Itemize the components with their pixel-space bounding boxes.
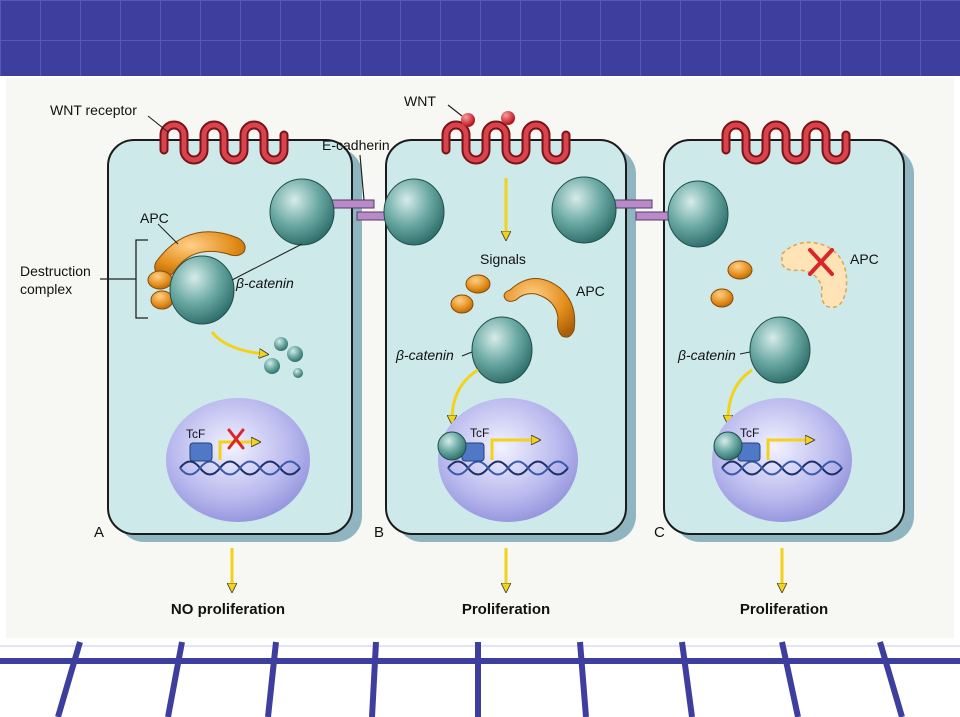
- label-destruction-1: Destruction: [20, 263, 91, 279]
- beta-catenin-a-complex: [169, 255, 235, 325]
- beta-catenin-a-membrane: [269, 178, 335, 246]
- header-band: [0, 0, 960, 76]
- wnt-receptor-b: [441, 120, 571, 165]
- label-tcf-c: TcF: [740, 426, 759, 440]
- transcription-arrow-c: [766, 440, 810, 460]
- blocked-cross-a: [227, 428, 245, 450]
- tcf-a: [189, 442, 213, 462]
- transcription-arrow-b: [490, 440, 536, 460]
- leader-catenin-c: [739, 351, 751, 355]
- beta-catenin-c-free: [749, 316, 811, 384]
- transcription-arrow-a: [218, 442, 256, 460]
- wnt-ligand: [447, 104, 515, 127]
- beta-catenin-c-nuclear: [713, 431, 743, 461]
- dna-a: [179, 460, 301, 476]
- label-signals: Signals: [480, 251, 526, 267]
- nuclear-entry-arrow-b: [452, 368, 479, 420]
- inactivated-cross-c: [808, 248, 834, 276]
- apc-fragment-b1: [465, 274, 491, 294]
- label-beta-catenin-b: β-catenin: [395, 347, 454, 363]
- nucleus-b: [438, 398, 578, 522]
- dna-c: [721, 460, 843, 476]
- label-e-cadherin: E-cadherin: [322, 137, 390, 153]
- panel-letter-b: B: [374, 524, 384, 541]
- apc-fragment-c1: [727, 260, 753, 280]
- wnt-receptor-a: [159, 120, 289, 165]
- beta-catenin-c-membrane: [667, 180, 729, 248]
- label-apc-b: APC: [576, 283, 605, 299]
- apc-fragment-b2: [450, 294, 474, 314]
- degradation-arrow-a: [210, 331, 264, 354]
- label-apc-a: APC: [140, 210, 169, 226]
- apc-fragment-c2: [710, 288, 734, 308]
- leader-catenin-a: [231, 243, 303, 281]
- panel-letter-c: C: [654, 524, 665, 541]
- label-tcf-a: TcF: [186, 427, 205, 441]
- nucleus-a: [166, 398, 310, 522]
- leader-catenin-b: [461, 351, 473, 357]
- apc-c-inactive: [781, 241, 848, 308]
- outcome-label-c: Proliferation: [740, 601, 828, 618]
- leader-wnt-receptor: [147, 115, 169, 133]
- apc-b: [503, 278, 576, 338]
- label-beta-catenin-a: β-catenin: [235, 275, 294, 291]
- outcome-label-a: NO proliferation: [171, 601, 285, 618]
- apc-fragment-a1: [147, 270, 173, 290]
- label-wnt-receptor: WNT receptor: [50, 102, 137, 118]
- panel-letter-a: A: [94, 524, 104, 541]
- wnt-receptor-c: [721, 120, 851, 165]
- degraded-fragments-a: [264, 337, 303, 378]
- nucleus-c: [712, 398, 852, 522]
- bracket-destruction: [100, 239, 148, 319]
- label-destruction-2: complex: [20, 281, 72, 297]
- label-beta-catenin-c: β-catenin: [677, 347, 736, 363]
- beta-catenin-b-membrane: [383, 178, 445, 246]
- beta-catenin-b-nuclear: [437, 431, 467, 461]
- beta-catenin-b-membrane-right: [551, 176, 617, 244]
- label-tcf-b: TcF: [470, 426, 489, 440]
- beta-catenin-b-free: [471, 316, 533, 384]
- leader-apc-a: [157, 223, 179, 245]
- dna-b: [447, 460, 569, 476]
- nuclear-entry-arrow-c: [728, 368, 753, 420]
- label-wnt: WNT: [404, 93, 436, 109]
- outcome-label-b: Proliferation: [462, 601, 550, 618]
- bottom-grid-band: [0, 641, 960, 717]
- label-apc-c: APC: [850, 251, 879, 267]
